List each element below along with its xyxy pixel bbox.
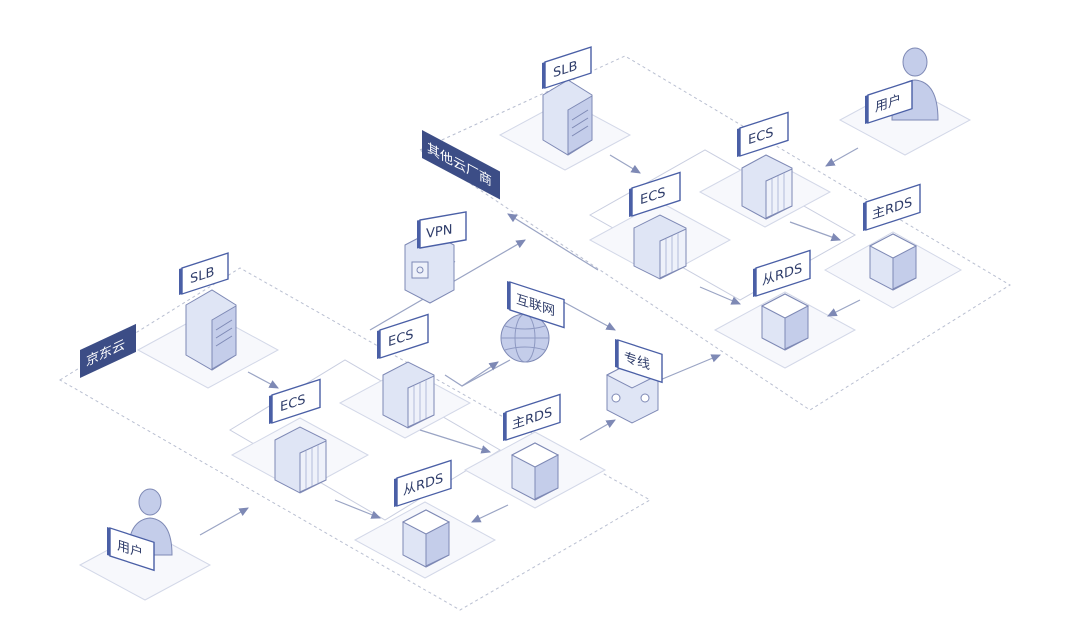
database-icon xyxy=(760,293,810,351)
vpn-label-bubble: VPN xyxy=(417,211,467,249)
internet-node: 互联网 xyxy=(500,281,565,363)
rds-label-bubble: 从RDS xyxy=(394,459,452,507)
server-icon xyxy=(741,154,793,220)
jd-ecs-bottom-node: ECS xyxy=(269,378,327,494)
ecs-label-bubble: ECS xyxy=(269,378,321,424)
internet-label-bubble: 互联网 xyxy=(507,281,565,329)
dedicated-line-label-bubble: 专线 xyxy=(615,339,663,384)
server-icon xyxy=(185,289,237,371)
globe-icon xyxy=(500,313,550,363)
slb-label-bubble: SLB xyxy=(179,252,229,295)
oc-slb-node: SLB xyxy=(542,46,593,156)
jd-ecs-top-node: ECS xyxy=(377,313,435,429)
jd-cloud-region xyxy=(59,267,652,611)
rds-label-bubble: 从RDS xyxy=(753,249,811,297)
user-label-bubble: 用户 xyxy=(107,527,155,572)
server-icon xyxy=(633,214,687,280)
rds-label-bubble: 主RDS xyxy=(863,183,921,231)
server-icon xyxy=(382,361,435,429)
jd-cloud-tag: 京东云 xyxy=(80,323,136,378)
dedicated-line-node: 专线 xyxy=(605,339,663,424)
vpn-node: VPN xyxy=(404,211,467,304)
oc-slave-rds-node: 从RDS xyxy=(753,249,811,351)
other-cloud-tag: 其他云厂商 xyxy=(422,130,500,200)
ecs-label-bubble: ECS xyxy=(629,171,681,217)
ecs-label-bubble: ECS xyxy=(377,313,429,359)
slb-label-bubble: SLB xyxy=(542,46,592,89)
jd-master-rds-node: 主RDS xyxy=(503,393,561,501)
user-label-bubble: 用户 xyxy=(865,79,913,124)
oc-master-rds-node: 主RDS xyxy=(863,183,921,291)
database-icon xyxy=(510,442,560,501)
jd-slb-node: SLB xyxy=(179,252,237,371)
oc-ecs-bottom-node: ECS xyxy=(629,171,687,280)
vpn-device-icon xyxy=(404,231,455,304)
oc-ecs-top-node: ECS xyxy=(737,111,793,220)
jd-slave-rds-node: 从RDS xyxy=(394,459,452,568)
oc-user-node: 用户 xyxy=(865,47,939,124)
server-icon xyxy=(542,79,593,156)
server-icon xyxy=(274,426,327,494)
database-icon xyxy=(401,509,451,568)
vpn-label: VPN xyxy=(426,222,452,242)
jd-user-node: 用户 xyxy=(107,488,173,572)
database-icon xyxy=(868,233,918,291)
ecs-label-bubble: ECS xyxy=(737,111,789,157)
